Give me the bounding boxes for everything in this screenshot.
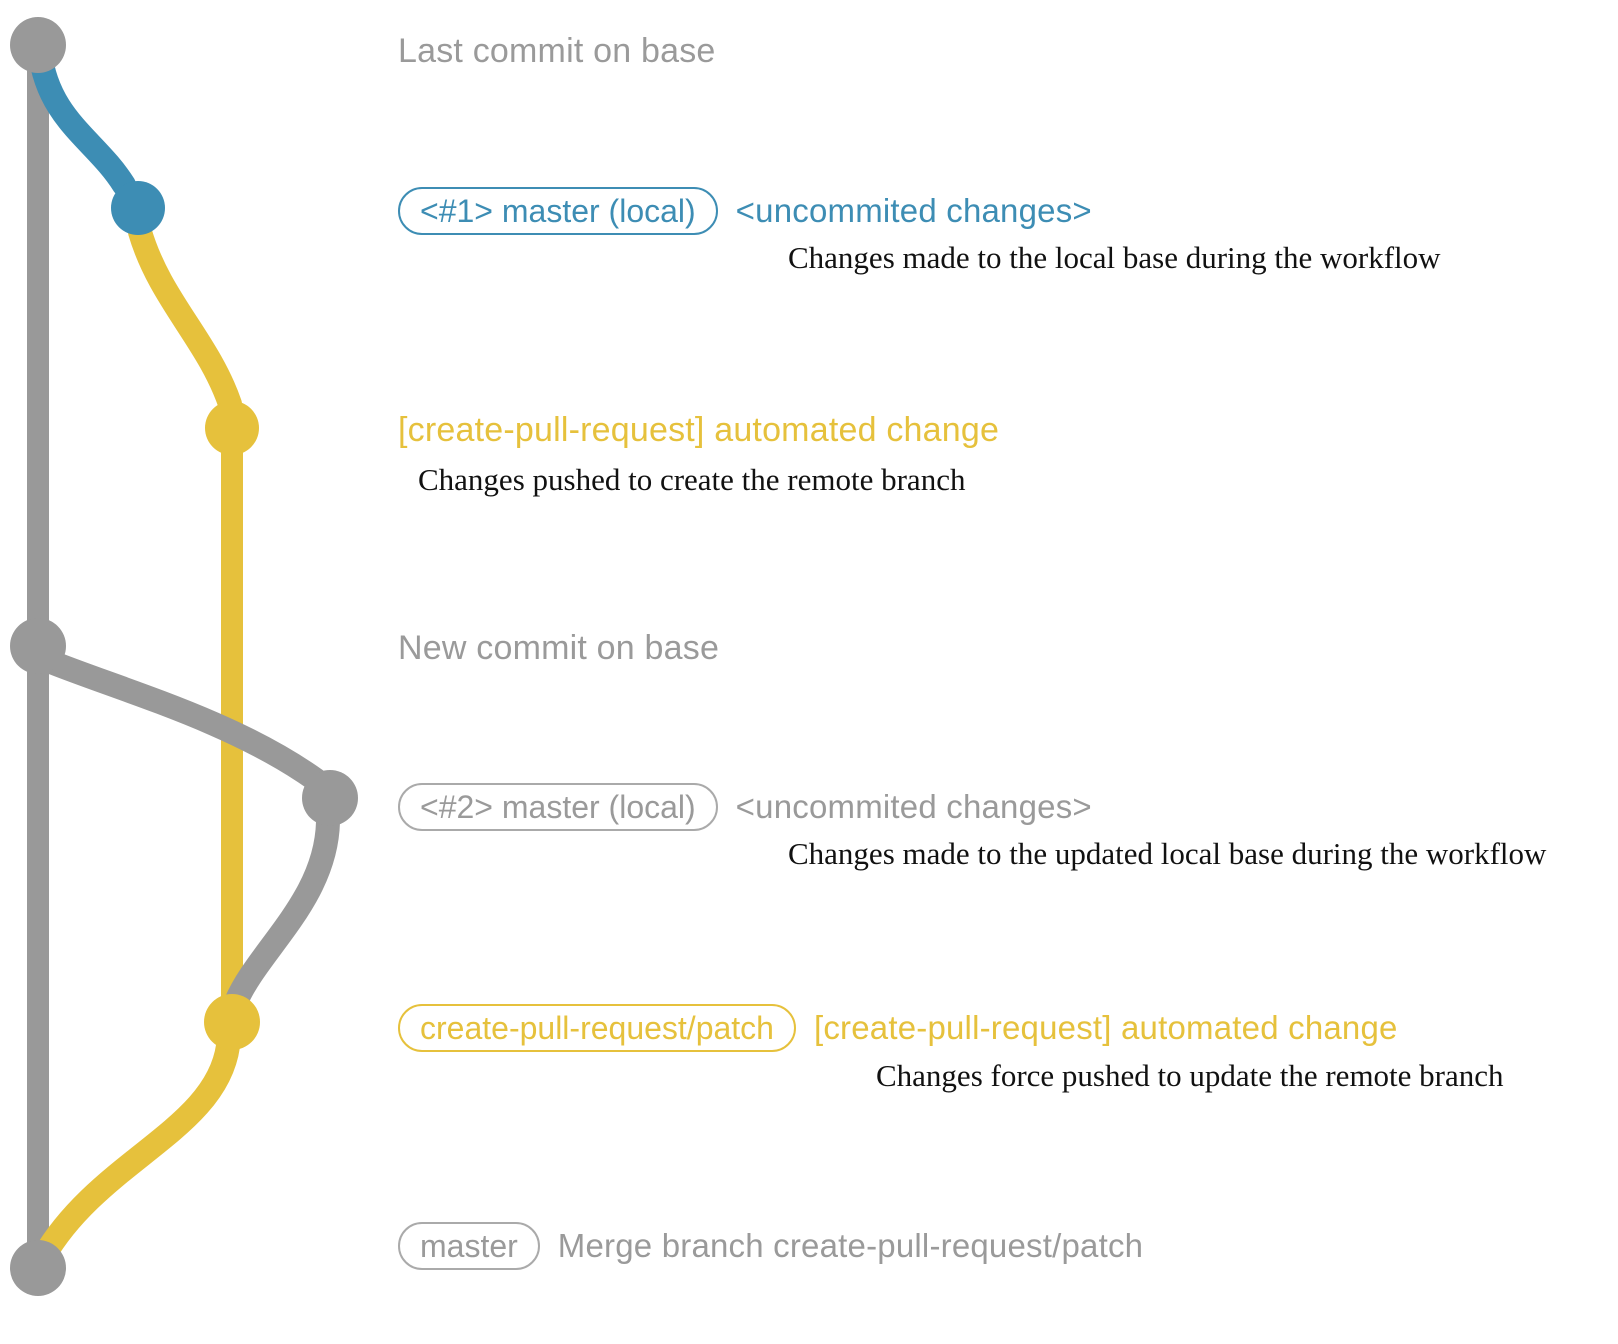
heading-new-commit-on-base: New commit on base bbox=[398, 629, 720, 667]
commit-message-master-local-2: <uncommited changes> bbox=[735, 788, 1092, 825]
remote-branch-1-line bbox=[128, 220, 242, 416]
pill-master[interactable]: master bbox=[398, 1222, 540, 1270]
description-automated-change-1: Changes pushed to create the remote bran… bbox=[418, 462, 966, 497]
node-local-commit-2 bbox=[302, 770, 358, 826]
node-base-commit-new bbox=[10, 618, 66, 674]
commit-message-create-pull-request-patch: [create-pull-request] automated change bbox=[813, 1009, 1398, 1046]
description-master-local-2: Changes made to the updated local base d… bbox=[788, 836, 1547, 871]
merge-line bbox=[32, 1034, 240, 1268]
pill-master-local-2[interactable]: <#2> master (local) bbox=[398, 783, 718, 831]
heading-last-commit-on-base: Last commit on base bbox=[398, 32, 716, 70]
node-base-commit-top bbox=[10, 17, 66, 73]
row-automated-change-1: [create-pull-request] automated change bbox=[398, 411, 999, 450]
description-master-local-1: Changes made to the local base during th… bbox=[788, 240, 1441, 275]
node-remote-commit-2 bbox=[204, 994, 260, 1050]
local-branch-2-line bbox=[34, 648, 328, 792]
node-remote-commit-1 bbox=[205, 401, 259, 455]
local-branch-1-line bbox=[28, 40, 136, 197]
row-master-local-2: <#2> master (local) <uncommited changes> bbox=[398, 783, 1092, 831]
commit-message-master-local-1: <uncommited changes> bbox=[735, 192, 1092, 229]
row-new-commit-on-base: New commit on base bbox=[398, 629, 719, 668]
row-last-commit-on-base: Last commit on base bbox=[398, 32, 716, 71]
pill-master-local-1[interactable]: <#1> master (local) bbox=[398, 187, 718, 235]
node-master-merge-commit bbox=[10, 1240, 66, 1296]
row-master-merge: master Merge branch create-pull-request/… bbox=[398, 1222, 1143, 1270]
row-create-pull-request-patch: create-pull-request/patch [create-pull-r… bbox=[398, 1004, 1398, 1052]
commit-graph bbox=[10, 17, 358, 1296]
pill-create-pull-request-patch[interactable]: create-pull-request/patch bbox=[398, 1004, 796, 1052]
node-local-commit-1 bbox=[111, 181, 165, 235]
description-create-pull-request-patch: Changes force pushed to update the remot… bbox=[876, 1058, 1504, 1093]
commit-message-master-merge: Merge branch create-pull-request/patch bbox=[557, 1227, 1144, 1264]
force-push-line bbox=[224, 810, 340, 1014]
heading-automated-change-1: [create-pull-request] automated change bbox=[398, 411, 1000, 449]
row-master-local-1: <#1> master (local) <uncommited changes> bbox=[398, 187, 1092, 235]
